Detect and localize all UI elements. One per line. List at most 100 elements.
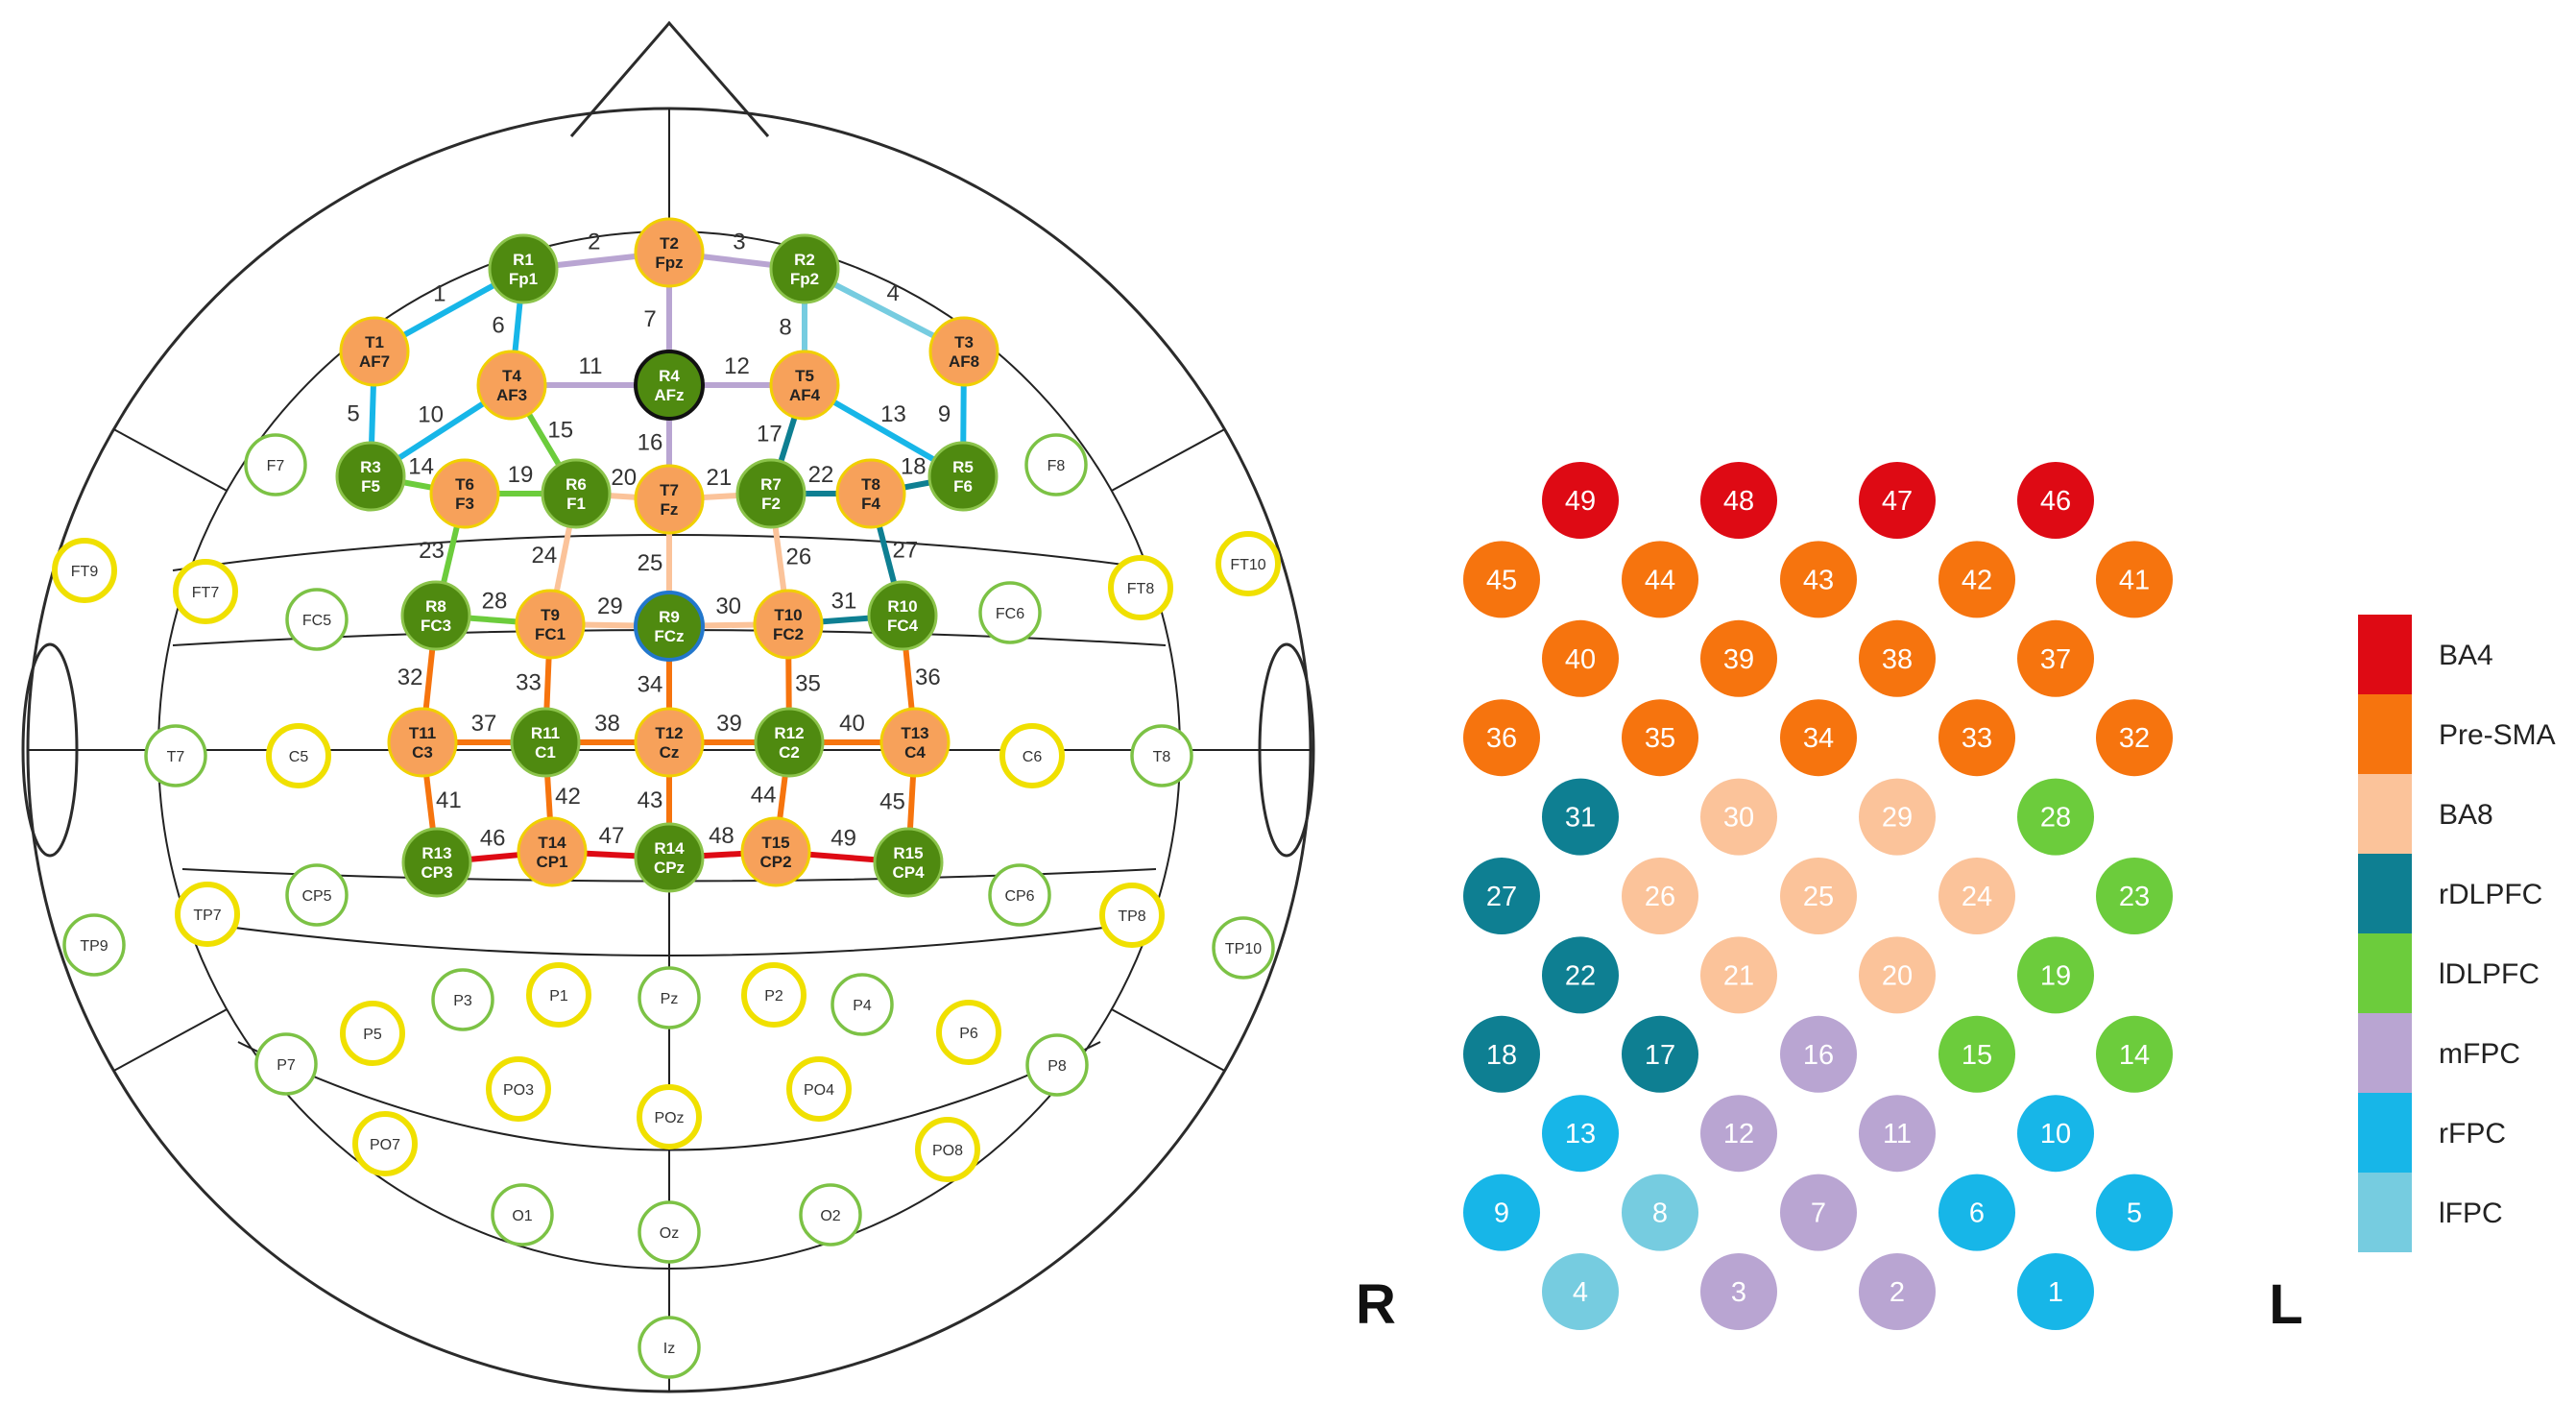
grid-channel-number: 20: [1882, 960, 1913, 991]
channel-number-28: 28: [482, 589, 508, 615]
electrode-t8: T8: [1130, 724, 1193, 787]
optode-position-label: CP3: [421, 863, 452, 882]
optode-disc: [400, 580, 471, 651]
optode-id-label: R12: [774, 724, 804, 742]
electrode-ring: [1130, 724, 1193, 787]
grid-channel-1: 1: [2017, 1253, 2094, 1330]
grid-channel-number: 48: [1723, 486, 1754, 517]
grid-channel-number: 28: [2040, 803, 2071, 834]
electrode-label: T8: [1153, 749, 1171, 765]
grid-channel-dot: [2017, 1095, 2094, 1173]
grid-channel-22: 22: [1542, 936, 1619, 1014]
optode-position-label: F2: [761, 495, 781, 513]
grid-channel-48: 48: [1700, 462, 1777, 539]
electrode-t7: T7: [144, 724, 207, 787]
electrode-label: PO8: [932, 1143, 963, 1159]
optode-id-label: R13: [421, 844, 451, 862]
electrode-p4: P4: [831, 973, 894, 1036]
channel-number-43: 43: [638, 787, 663, 813]
optode-position-label: Fp1: [509, 270, 538, 288]
electrode-ring: [62, 913, 126, 977]
optode-position-label: Cz: [660, 743, 680, 762]
grid-channel-number: 35: [1645, 723, 1675, 754]
channel-number-36: 36: [915, 665, 941, 690]
electrode-label: TP10: [1225, 941, 1262, 957]
optode-position-label: F4: [861, 495, 880, 513]
legend-swatch: [2358, 854, 2412, 933]
electrode-ring: [786, 1056, 852, 1122]
legend-item-ba4: BA4: [2358, 615, 2493, 694]
optode-position-label: AF8: [949, 352, 979, 371]
grid-channel-number: 7: [1811, 1198, 1826, 1229]
grid-channel-dot: [1780, 858, 1857, 934]
grid-channel-43: 43: [1780, 541, 1857, 618]
optode-disc: [429, 458, 500, 529]
optode-id-label: T13: [901, 724, 928, 742]
optode-id-label: T3: [954, 333, 974, 351]
electrode-label: CP5: [301, 888, 331, 905]
optode-position-label: F6: [953, 477, 973, 496]
grid-channel-40: 40: [1542, 619, 1619, 697]
channel-number-9: 9: [938, 401, 951, 427]
optode-disc: [873, 827, 944, 898]
electrode-tp8: TP8: [1099, 883, 1165, 948]
channel-number-44: 44: [751, 783, 777, 809]
electrode-label: F8: [1047, 458, 1066, 474]
optode-id-label: R3: [360, 458, 381, 476]
optode-disc: [541, 458, 612, 529]
grid-channel-dot: [1700, 1095, 1777, 1173]
channel-number-33: 33: [516, 670, 542, 696]
grid-channel-number: 10: [2040, 1119, 2071, 1150]
channel-number-18: 18: [901, 453, 927, 479]
grid-channel-dot: [1542, 462, 1619, 539]
optode-id-label: R6: [566, 475, 587, 494]
channel-number-48: 48: [709, 823, 734, 849]
electrode-label: P1: [549, 988, 568, 1005]
grid-channel-dot: [1859, 1253, 1936, 1330]
grid-channel-number: 49: [1565, 486, 1596, 517]
grid-channel-dot: [1780, 1015, 1857, 1093]
grid-channel-number: 33: [1962, 723, 1992, 754]
legend-label: lFPC: [2439, 1198, 2503, 1229]
grid-channel-dot: [1859, 462, 1936, 539]
optode-id-label: T5: [795, 367, 814, 385]
legend-swatch: [2358, 694, 2412, 774]
electrode-label: C6: [1023, 749, 1043, 765]
grid-channel-dot: [1700, 778, 1777, 856]
optode-position-label: CP1: [536, 853, 567, 871]
optode-id-label: R10: [887, 597, 917, 616]
legend-swatch: [2358, 1013, 2412, 1093]
electrode-p3: P3: [431, 968, 494, 1031]
grid-channel-dot: [2017, 462, 2094, 539]
optode-disc: [634, 217, 705, 288]
optode-disc: [401, 827, 472, 898]
electrode-ring: [799, 1183, 862, 1247]
grid-channel-number: 18: [1486, 1040, 1517, 1071]
optode-position-label: Fp2: [790, 270, 819, 288]
electrode-ring: [431, 968, 494, 1031]
grid-channel-4: 4: [1542, 1253, 1619, 1330]
grid-channel-16: 16: [1780, 1015, 1857, 1093]
grid-channel-44: 44: [1622, 541, 1698, 618]
grid-channel-number: 4: [1573, 1277, 1588, 1308]
grid-channel-dot: [1700, 936, 1777, 1014]
electrode-ring: [173, 559, 238, 624]
channel-number-5: 5: [347, 400, 359, 426]
grid-channel-number: 36: [1486, 723, 1517, 754]
optode-disc: [835, 458, 906, 529]
optode-disc: [867, 580, 938, 651]
grid-channel-number: 37: [2040, 644, 2071, 675]
electrode-label: PO3: [503, 1082, 534, 1099]
channel-number-10: 10: [418, 402, 444, 428]
optode-id-label: R7: [760, 475, 782, 494]
channel-number-30: 30: [715, 593, 741, 619]
grid-channel-dot: [1542, 778, 1619, 856]
optode-disc: [879, 707, 951, 778]
grid-channel-number: 30: [1723, 803, 1754, 834]
electrode-ring: [352, 1111, 418, 1176]
